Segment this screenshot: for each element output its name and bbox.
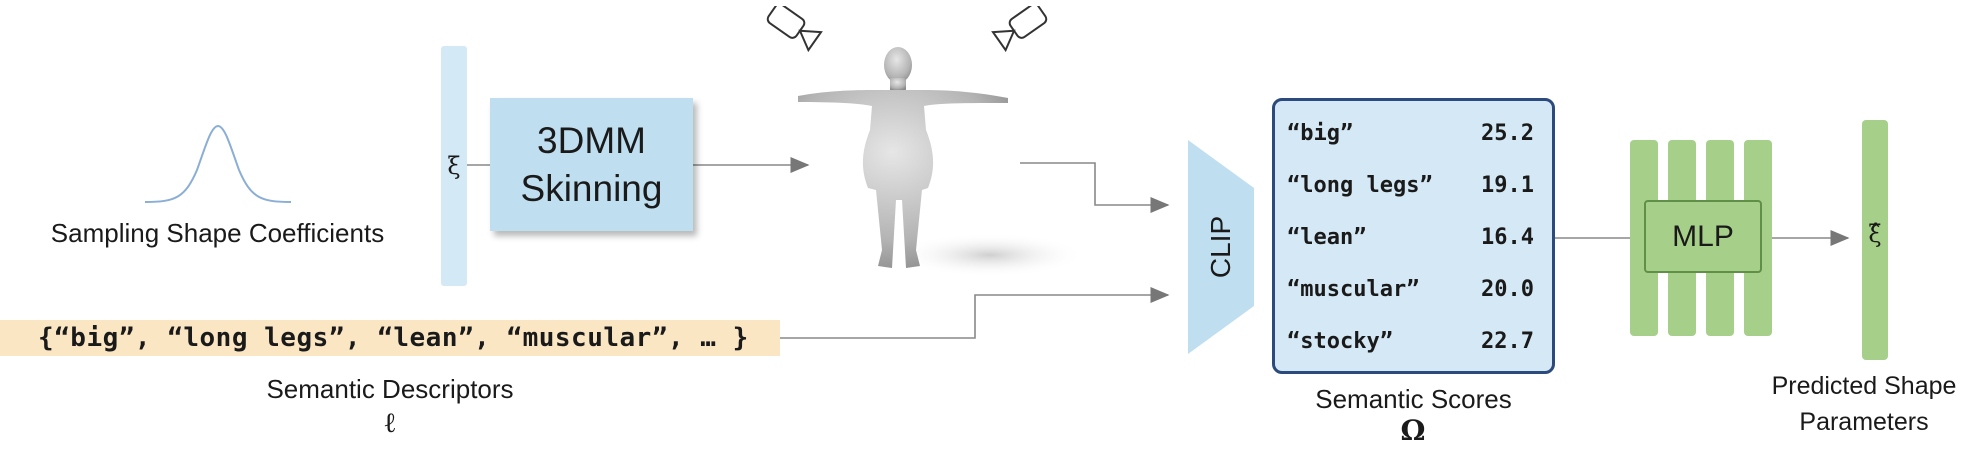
mlp-box: MLP <box>1644 200 1762 273</box>
mlp-label: MLP <box>1672 219 1734 253</box>
skinning-line1: 3DMM <box>537 119 646 161</box>
predicted-caption-line1: Predicted Shape <box>1771 372 1957 400</box>
xi-coefficient-bar: ξ <box>441 46 467 286</box>
descriptors-caption: Semantic Descriptors <box>266 374 514 404</box>
descriptors-symbol: ℓ <box>384 406 396 439</box>
score-label: “big” <box>1287 121 1354 146</box>
score-label: “muscular” <box>1287 277 1420 302</box>
predicted-caption-line2: Parameters <box>1799 408 1929 436</box>
score-value: 25.2 <box>1481 121 1534 146</box>
xi-symbol: ξ <box>447 152 461 180</box>
clip-label-wrapper: CLIP <box>1188 140 1254 354</box>
clip-label: CLIP <box>1205 215 1236 279</box>
semantic-scores-box: “big” 25.2 “long legs” 19.1 “lean” 16.4 … <box>1272 98 1555 374</box>
score-label: “lean” <box>1287 225 1367 250</box>
score-value: 16.4 <box>1481 225 1534 250</box>
score-value: 19.1 <box>1481 173 1534 198</box>
scores-caption: Semantic Scores <box>1315 384 1512 414</box>
xi-hat-symbol: ξ̂ <box>1868 220 1882 248</box>
score-value: 22.7 <box>1481 329 1534 354</box>
skinning-box: 3DMM Skinning <box>490 98 693 231</box>
descriptor-list-text: {“big”, “long legs”, “lean”, “muscular”,… <box>38 323 749 353</box>
body-mesh-figure <box>798 47 1085 277</box>
scores-symbol: Ω <box>1400 414 1426 447</box>
camera-right-icon <box>991 6 1048 53</box>
descriptor-list-bar: {“big”, “long legs”, “lean”, “muscular”,… <box>0 320 780 356</box>
clip-encoder-shape <box>1188 140 1254 354</box>
skinning-line2: Skinning <box>520 167 663 209</box>
arrow-body-to-clip <box>1020 162 1170 213</box>
gaussian-distribution-icon <box>145 124 291 203</box>
score-value: 20.0 <box>1481 277 1534 302</box>
camera-left-icon <box>766 6 823 53</box>
arrow-descriptors-to-clip <box>780 287 1170 339</box>
predicted-parameters-bar: ξ̂ <box>1862 120 1888 360</box>
score-label: “long legs” <box>1287 173 1433 198</box>
score-label: “stocky” <box>1287 329 1393 354</box>
sampling-caption: Sampling Shape Coefficients <box>50 218 385 248</box>
